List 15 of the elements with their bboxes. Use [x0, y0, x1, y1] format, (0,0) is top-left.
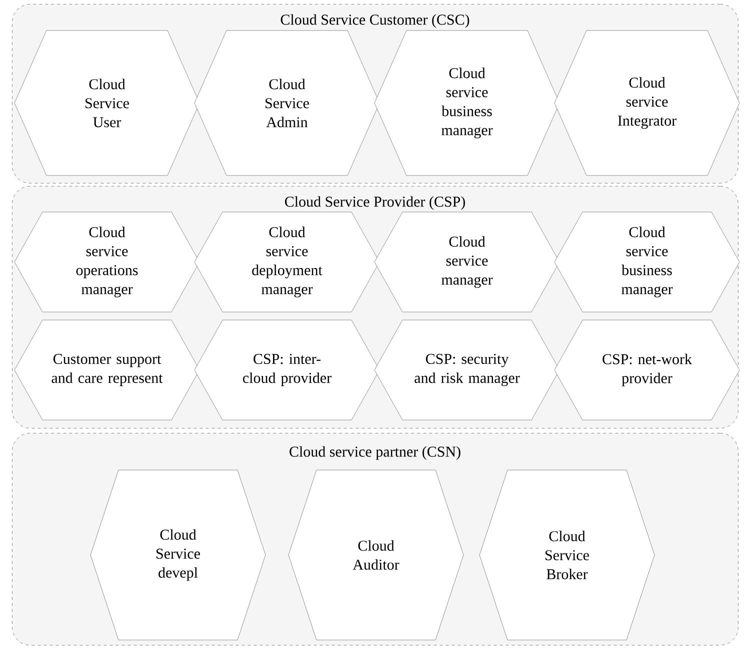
role-hexagon: Cloud service manager: [374, 212, 560, 312]
role-hexagon: Cloud Service devepl: [90, 470, 266, 640]
role-hexagon: CSP: net-work provider: [554, 320, 740, 420]
role-hexagon: CSP: inter-cloud provider: [194, 320, 380, 420]
role-hexagon: CSP: security and risk manager: [374, 320, 560, 420]
role-hexagon: Cloud Service Admin: [194, 30, 380, 176]
role-hexagon: Cloud Service User: [14, 30, 200, 176]
role-hexagon: Cloud Service Broker: [479, 470, 655, 640]
role-hexagon: Cloud service operations manager: [14, 212, 200, 312]
role-hexagon: Cloud service business manager: [374, 30, 560, 176]
role-hexagon: Cloud service deployment manager: [194, 212, 380, 312]
role-hexagon: Cloud service Integrator: [554, 30, 740, 176]
role-hexagon: Customer support and care represent: [14, 320, 200, 420]
role-hexagon: Cloud Auditor: [288, 470, 464, 640]
role-hexagon: Cloud service business manager: [554, 212, 740, 312]
